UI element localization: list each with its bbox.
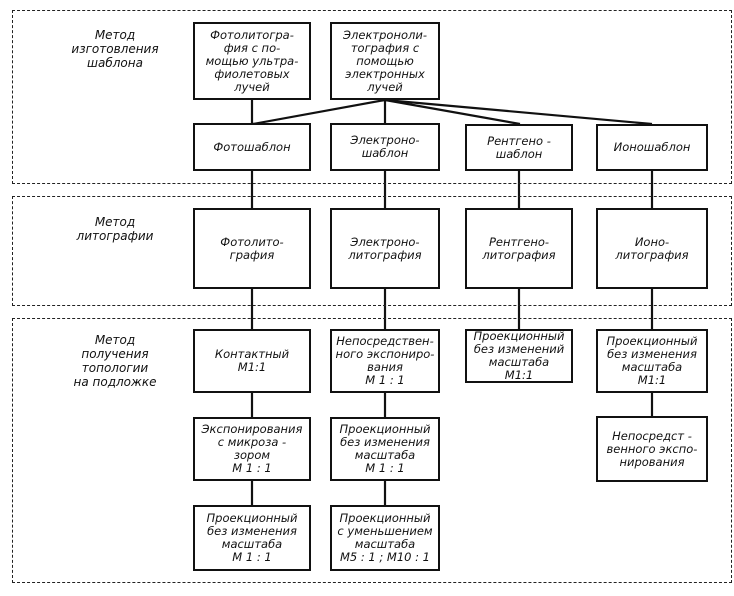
node-projection-reduction: Проекционный с уменьшением масштаба М5 :… bbox=[330, 505, 440, 571]
section-label-topology-method: Метод получения топологии на подложке bbox=[73, 333, 157, 389]
edge-electron-beam-photomask bbox=[252, 98, 386, 126]
node-photomask: Фотошаблон bbox=[193, 123, 311, 171]
section-topology-method bbox=[12, 318, 732, 583]
node-electronlithography: Электроно- литография bbox=[330, 208, 440, 289]
node-micro-gap-exposure: Экспонирования с микроза - зором М 1 : 1 bbox=[193, 417, 311, 481]
node-direct-exposure-ion: Непосредст - венного экспо- нирования bbox=[596, 416, 708, 482]
section-label-template-method: Метод изготовления шаблона bbox=[71, 28, 159, 70]
node-contact: Контактный М1:1 bbox=[193, 329, 311, 393]
node-projection-xray: Проекционный без изменений масштаба М1:1 bbox=[465, 329, 573, 383]
node-projection-electron-1to1: Проекционный без изменения масштаба М 1 … bbox=[330, 417, 440, 481]
node-photolithography-uv: Фотолитогра- фия с по- мощью ультра- фио… bbox=[193, 22, 311, 100]
node-ion-mask: Ионошаблон bbox=[596, 124, 708, 171]
node-projection-photo: Проекционный без изменения масштаба М 1 … bbox=[193, 505, 311, 571]
section-label-lithography-method: Метод литографии bbox=[76, 215, 154, 243]
node-electron-beam-lithography: Электроноли- тография с помощью электрон… bbox=[330, 22, 440, 100]
node-electron-mask: Электроно- шаблон bbox=[330, 123, 440, 171]
node-projection-ion: Проекционный без изменения масштаба М1:1 bbox=[596, 329, 708, 393]
node-ionlithography: Ионо- литография bbox=[596, 208, 708, 289]
node-direct-exposure-electron: Непосредствен- ного экспониро- вания М 1… bbox=[330, 329, 440, 393]
section-template-method bbox=[12, 10, 732, 184]
section-lithography-method bbox=[12, 196, 732, 306]
node-xraylithography: Рентгено- литография bbox=[465, 208, 573, 289]
edge-electron-beam-xray-mask bbox=[384, 98, 521, 126]
edge-electron-beam-ion-mask bbox=[384, 98, 653, 126]
node-photolithography: Фотолито- графия bbox=[193, 208, 311, 289]
node-xray-mask: Рентгено - шаблон bbox=[465, 124, 573, 171]
